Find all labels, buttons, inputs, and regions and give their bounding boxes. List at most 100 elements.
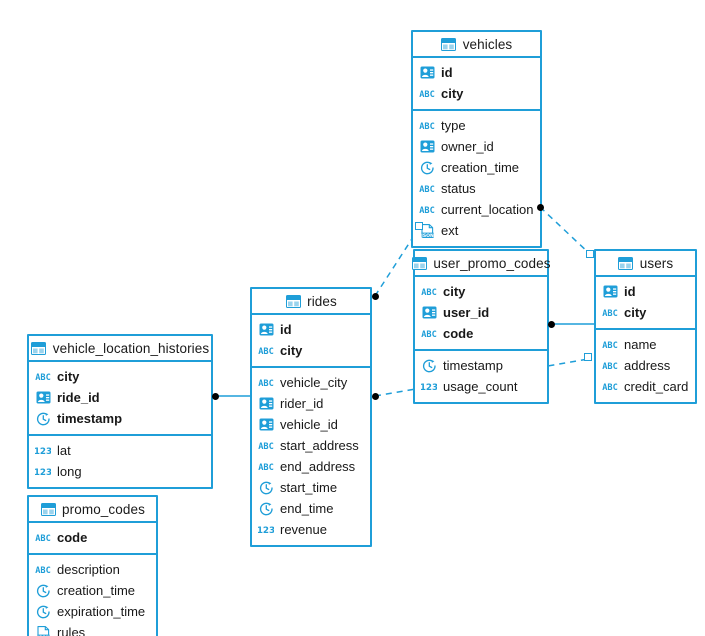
abc-text-icon: ABC	[421, 284, 437, 300]
field-name: usage_count	[443, 379, 518, 394]
relationship-endpoint-dot-user_promo_codes-users[interactable]	[547, 320, 555, 328]
field-row[interactable]: ABC vehicle_city	[252, 372, 370, 393]
field-name: address	[624, 358, 671, 373]
relationship-endpoint-dot-rides-users[interactable]	[371, 392, 379, 400]
relationship-endpoint-dot-vehicle_location_histories-rides[interactable]	[211, 392, 219, 400]
field-row[interactable]: vehicle_id	[252, 414, 370, 435]
field-name: city	[441, 86, 464, 101]
table-header-users[interactable]: users	[596, 251, 695, 277]
primary-key-row[interactable]: user_id	[415, 302, 547, 323]
primary-key-row[interactable]: ABC code	[29, 527, 156, 548]
primary-key-row[interactable]: id	[413, 62, 540, 83]
svg-text:123: 123	[258, 526, 274, 535]
relationship-endpoint-marker-rides-users[interactable]	[584, 353, 592, 361]
primary-key-row[interactable]: ABC city	[415, 281, 547, 302]
field-row[interactable]: start_time	[252, 477, 370, 498]
abc-text-icon: ABC	[419, 181, 435, 197]
table-header-vehicle_location_histories[interactable]: vehicle_location_histories	[29, 336, 211, 362]
abc-text-icon: ABC	[258, 375, 274, 391]
field-row[interactable]: end_time	[252, 498, 370, 519]
relationship-endpoint-marker-vehicles-users[interactable]	[586, 250, 594, 258]
relationship-endpoint-dot-vehicles-users[interactable]	[536, 203, 544, 211]
field-name: id	[624, 284, 636, 299]
field-name: ride_id	[57, 390, 100, 405]
table-name: promo_codes	[62, 501, 145, 517]
relationship-endpoint-dot-vehicles-rides[interactable]	[371, 292, 379, 300]
123-number-icon: 123	[258, 522, 274, 538]
svg-text:ABC: ABC	[35, 566, 51, 575]
clock-icon	[35, 411, 51, 427]
table-header-vehicles[interactable]: vehicles	[413, 32, 540, 58]
field-row[interactable]: creation_time	[29, 580, 156, 601]
primary-key-row[interactable]: id	[596, 281, 695, 302]
primary-key-row[interactable]: id	[252, 319, 370, 340]
field-name: start_time	[280, 480, 338, 495]
field-row[interactable]: JSONrules	[29, 622, 156, 636]
svg-text:ABC: ABC	[421, 330, 437, 339]
relationship-endpoint-marker-vehicles-rides[interactable]	[415, 222, 423, 230]
abc-text-icon: ABC	[419, 118, 435, 134]
field-name: rules	[57, 625, 86, 636]
field-row[interactable]: rider_id	[252, 393, 370, 414]
field-name: type	[441, 118, 466, 133]
123-number-icon: 123	[35, 464, 51, 480]
svg-text:ABC: ABC	[602, 362, 618, 371]
clock-icon	[258, 501, 274, 517]
field-row[interactable]: creation_time	[413, 157, 540, 178]
clock-icon	[419, 160, 435, 176]
key-person-card-icon	[258, 322, 274, 338]
table-name: vehicle_location_histories	[52, 340, 210, 356]
abc-text-icon: ABC	[258, 459, 274, 475]
field-name: code	[57, 530, 88, 545]
field-row[interactable]: ABC description	[29, 559, 156, 580]
field-row[interactable]: timestamp	[415, 355, 547, 376]
field-row[interactable]: expiration_time	[29, 601, 156, 622]
svg-text:ABC: ABC	[258, 347, 274, 356]
field-name: city	[443, 284, 466, 299]
svg-text:ABC: ABC	[35, 534, 51, 543]
field-row[interactable]: owner_id	[413, 136, 540, 157]
field-name: end_time	[280, 501, 334, 516]
field-name: description	[57, 562, 120, 577]
field-name: vehicle_city	[280, 375, 348, 390]
primary-key-row[interactable]: ride_id	[29, 387, 211, 408]
field-row[interactable]: ABC address	[596, 355, 695, 376]
field-row[interactable]: ABC type	[413, 115, 540, 136]
key-person-card-icon	[419, 65, 435, 81]
svg-text:ABC: ABC	[421, 288, 437, 297]
table-header-promo_codes[interactable]: promo_codes	[29, 497, 156, 523]
svg-text:ABC: ABC	[258, 442, 274, 451]
table-name: vehicles	[462, 36, 513, 52]
primary-key-row[interactable]: timestamp	[29, 408, 211, 429]
table-grid-icon	[31, 340, 47, 356]
abc-text-icon: ABC	[602, 337, 618, 353]
table-header-user_promo_codes[interactable]: user_promo_codes	[411, 251, 550, 277]
table-header-rides[interactable]: rides	[252, 289, 370, 315]
field-name: ext	[441, 223, 459, 238]
